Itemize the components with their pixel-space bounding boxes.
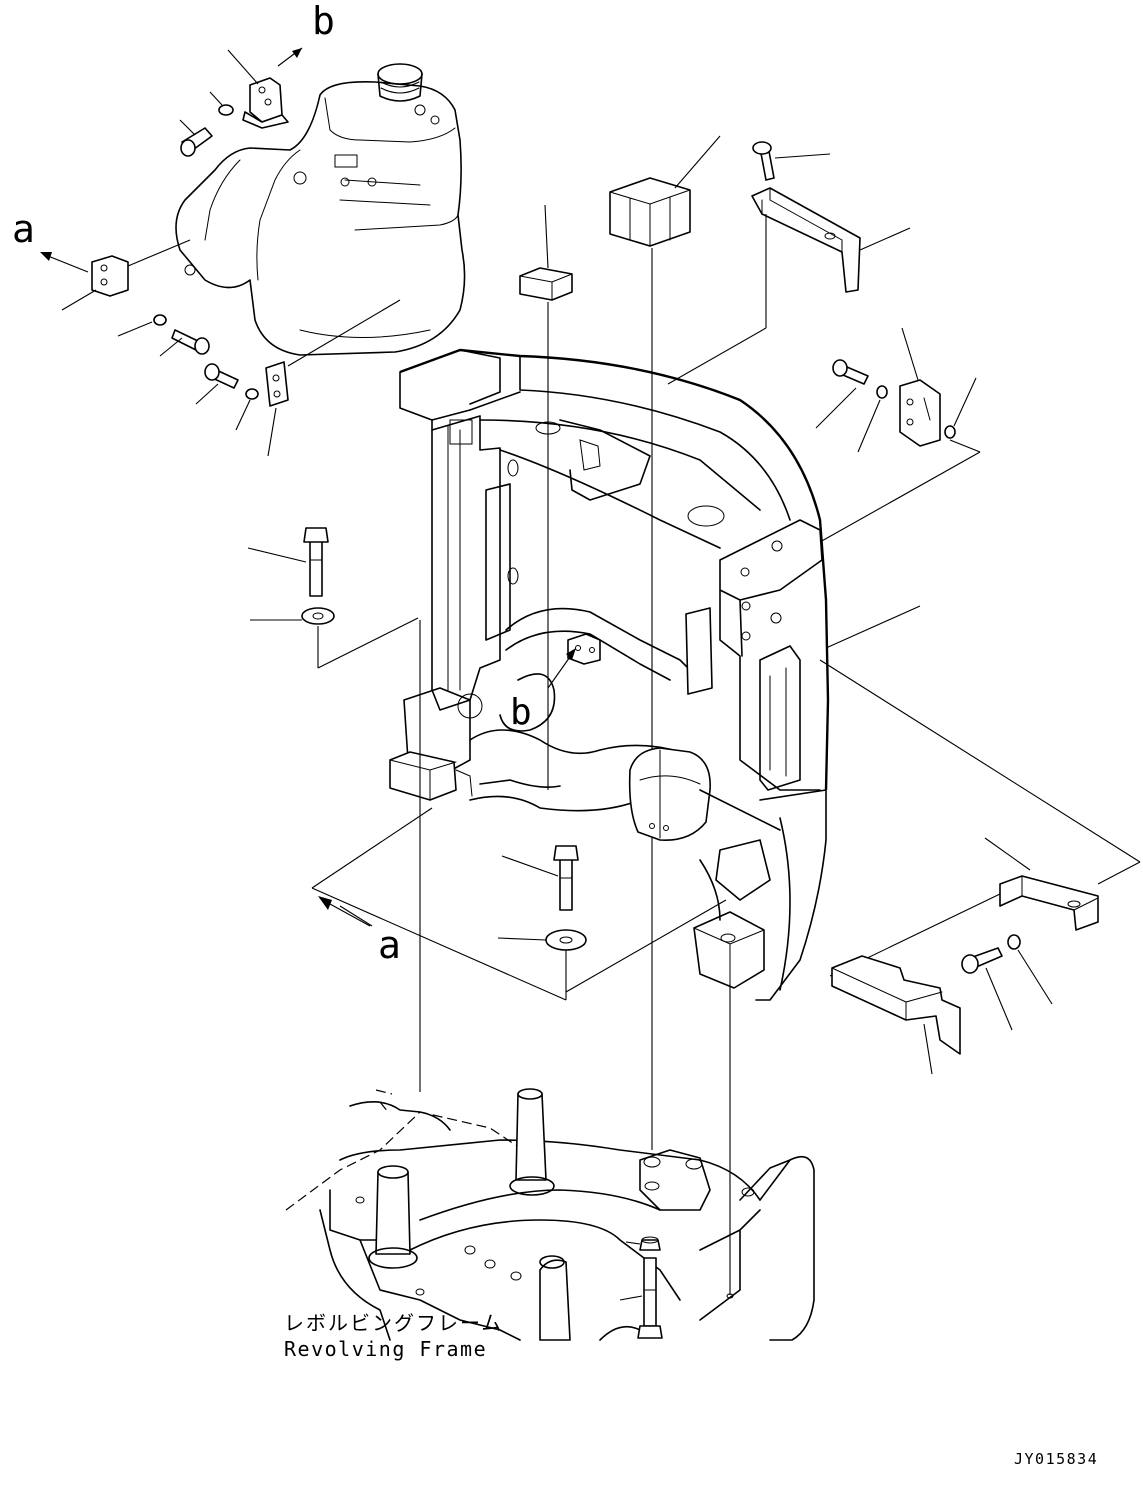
bracket-b: b xyxy=(227,0,335,129)
drawing-number: JY015834 xyxy=(1014,1450,1098,1468)
callout-a-top: a xyxy=(12,207,35,251)
cover-plate-top-right xyxy=(667,141,911,385)
callout-b-mid: b xyxy=(510,692,532,733)
block-box xyxy=(609,135,721,1150)
callout-a-bottom: a xyxy=(318,896,401,967)
bolt-washer-left xyxy=(247,527,421,1092)
fasteners-left xyxy=(117,299,401,457)
frame-label-jp: レボルビングフレーム xyxy=(284,1311,503,1335)
reservoir-tank xyxy=(175,63,466,356)
fasteners-top-left xyxy=(179,91,234,157)
callout-b-frame: b xyxy=(499,648,576,733)
callout-b-top: b xyxy=(312,0,335,43)
frame-label-en: Revolving Frame xyxy=(284,1337,487,1361)
bracket-a: a xyxy=(12,207,191,311)
revolving-frame xyxy=(285,1088,815,1341)
callout-a-bot: a xyxy=(378,923,401,967)
pad-small xyxy=(519,204,573,790)
cover-bottom-right xyxy=(819,659,1141,1075)
bolt-washer-center xyxy=(497,845,731,1295)
counterweight-frame xyxy=(311,348,921,1001)
bracket-right xyxy=(815,327,981,543)
